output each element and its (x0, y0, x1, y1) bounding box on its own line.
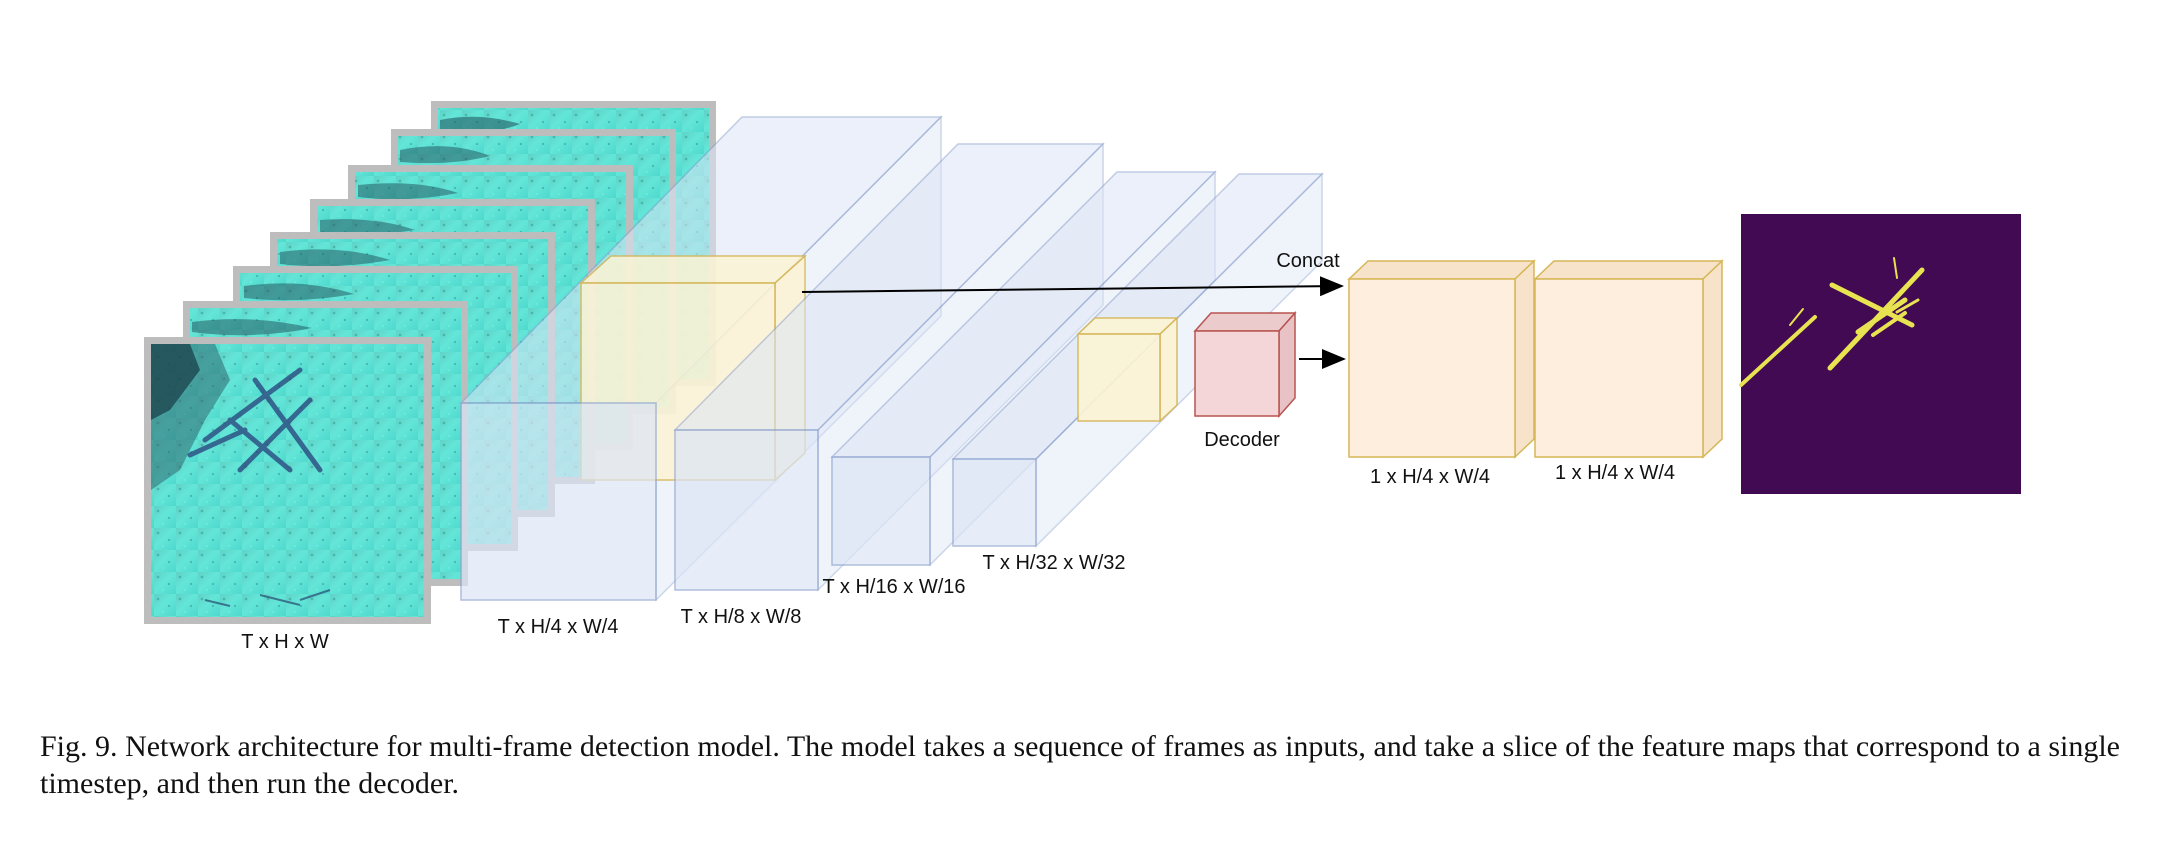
encoder-stage-4 (951, 172, 1324, 548)
input-frame-front (144, 337, 431, 624)
figure-number: Fig. 9. (40, 730, 118, 763)
decoder-label: Decoder (1204, 429, 1280, 451)
output-mask-image (1739, 214, 2021, 494)
output-block-2-label: 1 x H/4 x W/4 (1555, 462, 1675, 484)
output-block-1-label: 1 x H/4 x W/4 (1370, 466, 1490, 488)
output-block-1 (1347, 259, 1536, 459)
encoder-stage-3-label: T x H/16 x W/16 (822, 576, 965, 598)
caption-text: Network architecture for multi-frame det… (40, 730, 2121, 800)
encoder-stage-4-label: T x H/32 x W/32 (982, 552, 1125, 574)
deep-slice (1076, 316, 1179, 423)
decoder-block (1193, 311, 1297, 418)
concat-arrow (801, 276, 1344, 297)
encoder-stage-2-label: T x H/8 x W/8 (681, 606, 802, 628)
figure-caption: Fig. 9. Network architecture for multi-f… (40, 728, 2120, 802)
input-frames-label: T x H x W (241, 631, 329, 653)
encoder-stage-1-label: T x H/4 x W/4 (498, 616, 619, 638)
output-block-2 (1533, 259, 1724, 459)
concat-label: Concat (1276, 250, 1340, 272)
